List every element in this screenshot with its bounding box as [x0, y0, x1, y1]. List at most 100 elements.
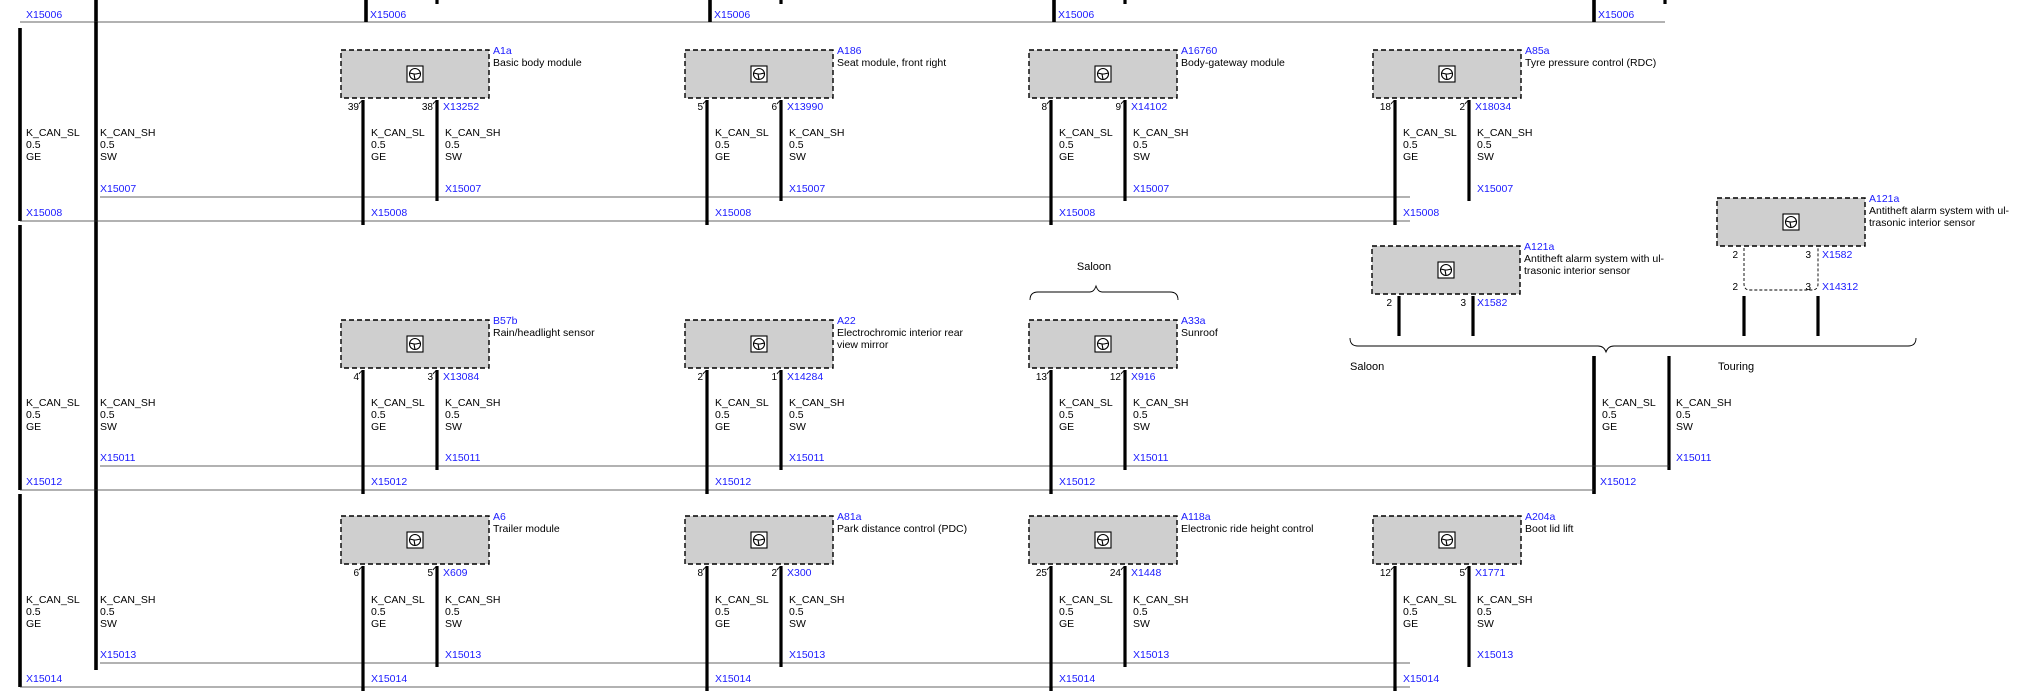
wire-label-sl-a16760-color: GE: [1059, 151, 1074, 163]
wire-label-sl-a1a-size: 0.5: [371, 139, 386, 151]
sh-connector-b57b: X15011: [445, 452, 481, 464]
sh-connector-a6: X15013: [445, 649, 481, 661]
top-connector-label: X15006: [370, 9, 406, 21]
wire-label-sh-a33a-signal: K_CAN_SH: [1133, 397, 1188, 409]
left-sh-row3-signal: K_CAN_SH: [100, 594, 155, 606]
hook-sh: [1464, 567, 1470, 573]
wire-label-sh-a33a-color: SW: [1133, 421, 1150, 433]
alarm-saloon-name: Antitheft alarm system with ul-: [1524, 253, 1665, 265]
hook-sl: [702, 371, 708, 377]
saloon-note-label: Saloon: [1077, 261, 1111, 273]
module-connector-a204a: X1771: [1475, 567, 1506, 579]
module-a85a-icon: [1438, 65, 1456, 83]
left-sh-connector-row2: X15011: [100, 452, 136, 464]
alarm-touring-name-2: trasonic interior sensor: [1869, 217, 1976, 229]
wire-layer: [18, 0, 1917, 691]
left-sh-connector-row1: X15007: [100, 183, 136, 195]
sh-connector-a204a: X15013: [1477, 649, 1513, 661]
hook-sh: [432, 101, 438, 107]
hook-sl: [1390, 101, 1396, 107]
alarm-touring-connector-2: X14312: [1822, 281, 1858, 293]
wire-label-sh-a85a-size: 0.5: [1477, 139, 1492, 151]
hook-sh: [776, 101, 782, 107]
module-connector-a81a: X300: [787, 567, 812, 579]
wire-label-sl-a16760-size: 0.5: [1059, 139, 1074, 151]
pin-sl-a33a: 13: [1036, 372, 1048, 383]
module-a186-icon: [750, 65, 768, 83]
pin-sl-a22: 2: [697, 372, 703, 383]
pin-sh-a81a: 2: [771, 568, 777, 579]
pin-sh-a85a: 2: [1459, 102, 1465, 113]
module-a1a-name: Basic body module: [493, 57, 582, 69]
module-a22-id: A22: [837, 315, 856, 327]
module-a85a-id: A85a: [1525, 45, 1550, 57]
sh-connector-a22: X15011: [789, 452, 825, 464]
pin-sh-a33a: 12: [1110, 372, 1122, 383]
alarm-touring-pin-sh: 3: [1805, 250, 1811, 261]
module-a1a-icon: [406, 65, 424, 83]
wire-label-sl-a33a-signal: K_CAN_SL: [1059, 397, 1113, 409]
module-connector-a85a: X18034: [1475, 101, 1511, 113]
module-a6-id: A6: [493, 511, 506, 523]
hook-sh: [432, 371, 438, 377]
right-sl-row2-size: 0.5: [1602, 409, 1617, 421]
wire-label-sl-a33a-color: GE: [1059, 421, 1074, 433]
module-connector-a6: X609: [443, 567, 468, 579]
module-connector-a1a: X13252: [443, 101, 479, 113]
wire-label-sl-a1a-color: GE: [371, 151, 386, 163]
wire-label-sl-a1a-signal: K_CAN_SL: [371, 127, 425, 139]
pin-sh-a22: 1: [771, 372, 777, 383]
sl-connector-a22: X15012: [715, 476, 751, 488]
module-a33a-name: Sunroof: [1181, 327, 1218, 339]
wire-label-sl-a204a-size: 0.5: [1403, 606, 1418, 618]
wire-label-sl-a118a-signal: K_CAN_SL: [1059, 594, 1113, 606]
wire-label-sh-b57b-color: SW: [445, 421, 462, 433]
pin-sl-b57b: 4: [353, 372, 359, 383]
sh-connector-a81a: X15013: [789, 649, 825, 661]
pin-sl-a16760: 8: [1041, 102, 1047, 113]
module-a81a-name: Park distance control (PDC): [837, 523, 967, 535]
alarm-touring-id: A121a: [1869, 193, 1900, 205]
right-sh-row2-signal: K_CAN_SH: [1676, 397, 1731, 409]
left-sl-connector-row2: X15012: [26, 476, 62, 488]
sl-connector-a1a: X15008: [371, 207, 407, 219]
wire-label-sh-a33a-size: 0.5: [1133, 409, 1148, 421]
module-a16760-id: A16760: [1181, 45, 1217, 57]
left-sh-connector-row3: X15013: [100, 649, 136, 661]
wire-label-sl-a81a-signal: K_CAN_SL: [715, 594, 769, 606]
left-sh-row1-signal: K_CAN_SH: [100, 127, 155, 139]
variant-touring-label: Touring: [1718, 361, 1754, 373]
wire-label-sh-a118a-size: 0.5: [1133, 606, 1148, 618]
wire-label-sl-a22-size: 0.5: [715, 409, 730, 421]
wire-label-sl-a22-color: GE: [715, 421, 730, 433]
module-a186-name: Seat module, front right: [837, 57, 946, 69]
module-a22-icon: [750, 335, 768, 353]
wire-label-sh-a16760-signal: K_CAN_SH: [1133, 127, 1188, 139]
pin-sh-a204a: 5: [1459, 568, 1465, 579]
pin-sh-a118a: 24: [1110, 568, 1122, 579]
wire-label-sl-a204a-signal: K_CAN_SL: [1403, 594, 1457, 606]
right-sl-row2-color: GE: [1602, 421, 1617, 433]
left-sl-row1-size: 0.5: [26, 139, 41, 151]
wire-label-sh-a186-size: 0.5: [789, 139, 804, 151]
pin-sl-a204a: 12: [1380, 568, 1392, 579]
module-layer: [340, 49, 1866, 565]
top-connector-label: X15006: [1058, 9, 1094, 21]
pin-sl-a81a: 8: [697, 568, 703, 579]
wire-label-sh-a85a-signal: K_CAN_SH: [1477, 127, 1532, 139]
alarm-touring-pin-sh-2: 3: [1805, 282, 1811, 293]
wire-label-sh-a85a-color: SW: [1477, 151, 1494, 163]
variant-brace: [1349, 337, 1917, 354]
wire-label-sh-a22-size: 0.5: [789, 409, 804, 421]
left-sh-row1-color: SW: [100, 151, 117, 163]
wire-label-sl-a204a-color: GE: [1403, 618, 1418, 630]
hook-sl: [1046, 101, 1052, 107]
wire-label-sh-a1a-size: 0.5: [445, 139, 460, 151]
sl-connector-a118a: X15014: [1059, 673, 1095, 685]
module-a6-icon: [406, 531, 424, 549]
sh-connector-a186: X15007: [789, 183, 825, 195]
right-sh-row2-size: 0.5: [1676, 409, 1691, 421]
variant-saloon-label: Saloon: [1350, 361, 1384, 373]
